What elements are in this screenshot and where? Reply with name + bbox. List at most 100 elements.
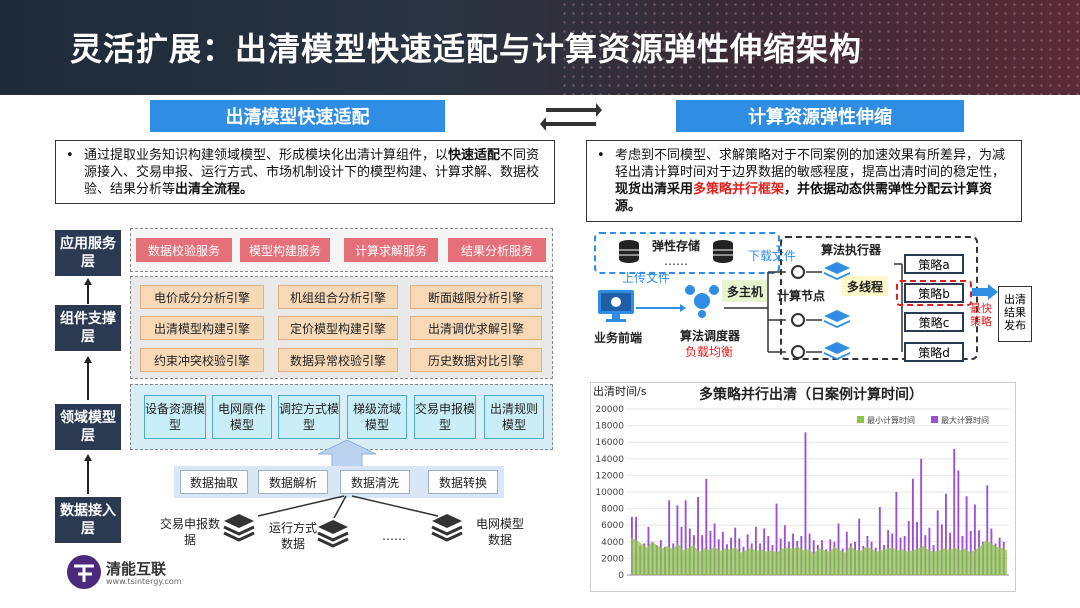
chart-bar-max bbox=[945, 493, 947, 575]
left-desc-text-a: 通过提取业务知识构建领域模型、形成模块化出清计算组件，以 bbox=[84, 148, 449, 163]
chart-bar-max bbox=[858, 518, 861, 575]
source-ellipsis: …… bbox=[382, 529, 406, 543]
chart-bar-max bbox=[705, 478, 708, 575]
swap-arrows-icon bbox=[540, 103, 602, 131]
service-compute-solve: 计算求解服务 bbox=[344, 238, 438, 262]
multi-thread-badge: 多线程 bbox=[842, 276, 888, 296]
model: 梯级流域模型 bbox=[347, 395, 407, 439]
fastest-strategy-label: 最快策略 bbox=[970, 302, 992, 328]
engine: 出清调优求解引擎 bbox=[410, 316, 542, 340]
header-dot-pattern bbox=[560, 0, 1080, 95]
chart-bar-max bbox=[697, 496, 699, 575]
chart-area-min bbox=[631, 537, 1007, 575]
model: 调控方式模型 bbox=[278, 395, 340, 439]
upload-label: 上传文件 bbox=[621, 271, 670, 285]
logo-name: 清能互联 bbox=[106, 560, 167, 578]
chart-bar-max bbox=[953, 448, 956, 575]
multi-host-badge: 多主机 bbox=[722, 280, 768, 302]
elastic-storage-box bbox=[594, 232, 780, 274]
download-label: 下载文件 bbox=[747, 249, 796, 263]
executor-label: 算法执行器 bbox=[820, 243, 881, 257]
compute-stack-icon bbox=[824, 342, 850, 360]
model: 设备资源模型 bbox=[144, 395, 206, 439]
engine: 约束冲突校验引擎 bbox=[140, 348, 264, 372]
chart-y-tick-label: 12000 bbox=[595, 471, 624, 481]
database-icon bbox=[619, 240, 639, 263]
chart-y-tick-label: 8000 bbox=[601, 505, 624, 515]
layer-data-access: 数据接入层 bbox=[55, 497, 121, 543]
service-result-analysis: 结果分析服务 bbox=[448, 238, 546, 262]
result-publish-doc: 出清结果发布 bbox=[998, 286, 1032, 342]
service-data-check: 数据校验服务 bbox=[136, 238, 232, 262]
left-desc-emphasis-end: 出清全流程。 bbox=[175, 182, 254, 197]
architecture-connector-lines bbox=[636, 245, 903, 359]
model: 电网原件模型 bbox=[212, 395, 272, 439]
fastest-arrow-icon bbox=[972, 284, 998, 300]
chart-bar-max bbox=[916, 521, 918, 575]
slide-title: 灵活扩展：出清模型快速适配与计算资源弹性伸缩架构 bbox=[70, 30, 863, 68]
chart-y-tick-label: 6000 bbox=[601, 521, 624, 531]
chart-y-tick-label: 16000 bbox=[595, 438, 624, 448]
chart-legend-swatch bbox=[931, 416, 938, 423]
frontend-label: 业务前端 bbox=[593, 331, 642, 345]
scheduler-label: 算法调度器 bbox=[679, 329, 740, 343]
strategy-c: 策略c bbox=[904, 312, 964, 332]
data-flow-arrow-icon bbox=[318, 440, 376, 470]
right-desc-emphasis-end: ，并依据动态供需弹性分配云计算资源。 bbox=[615, 182, 993, 214]
chart-bar-max bbox=[936, 510, 939, 575]
bullet-dot: • bbox=[597, 148, 605, 163]
model: 交易申报模型 bbox=[414, 395, 476, 439]
up-arrow-icon bbox=[84, 356, 92, 400]
compute-node-label: 计算节点 bbox=[776, 289, 825, 303]
engine: 出清模型构建引擎 bbox=[140, 316, 264, 340]
source-grid-model-data: 电网模型数据 bbox=[475, 517, 524, 547]
database-icon bbox=[713, 240, 733, 263]
engine: 机组组合分析引擎 bbox=[278, 285, 398, 309]
slide-header: 灵活扩展：出清模型快速适配与计算资源弹性伸缩架构 bbox=[0, 0, 1080, 95]
chart-y-tick-label: 10000 bbox=[595, 488, 624, 498]
engine: 定价模型构建引擎 bbox=[278, 316, 398, 340]
chart-legend-label: 最大计算时间 bbox=[941, 415, 989, 425]
executor-box bbox=[780, 236, 978, 360]
compute-stack-icon bbox=[824, 310, 850, 328]
layer-application: 应用服务层 bbox=[55, 230, 121, 276]
tool-parse: 数据解析 bbox=[258, 470, 328, 494]
engine: 历史数据对比引擎 bbox=[410, 348, 542, 372]
chart-legend-swatch bbox=[857, 416, 864, 423]
layers-stack-icon bbox=[431, 514, 463, 542]
right-desc-text-a: 考虑到不同模型、求解策略对于不同案例的加速效果有所差异，为减轻出清计算时间对于边… bbox=[615, 148, 1006, 180]
right-desc-emphasis: 现货出清采用 bbox=[615, 182, 694, 197]
scheduler-network-icon bbox=[685, 285, 719, 318]
up-arrow-icon bbox=[84, 278, 92, 304]
storage-ellipsis: …… bbox=[664, 254, 688, 268]
strategy-a: 策略a bbox=[904, 254, 964, 274]
chart-canvas: 多策略并行出清（日案例计算时间）出清时间/s020004000600080001… bbox=[593, 384, 1009, 581]
left-description: • 通过提取业务知识构建领域模型、形成模块化出清计算组件，以快速适配不同资源接入… bbox=[55, 140, 555, 204]
right-desc-highlight: 多策略并行框架 bbox=[693, 182, 785, 197]
chart-bar-max bbox=[804, 432, 807, 575]
elastic-storage-label: 弹性存储 bbox=[651, 239, 700, 253]
chart-title: 多策略并行出清（日案例计算时间） bbox=[699, 386, 923, 403]
chart-bar-max bbox=[907, 521, 910, 575]
source-operation-data: 运行方式数据 bbox=[268, 521, 317, 551]
strategy-d: 策略d bbox=[904, 342, 964, 362]
layers-stack-icon bbox=[317, 520, 349, 548]
chart-bar-max bbox=[920, 458, 923, 575]
chart-bar-max bbox=[973, 504, 976, 575]
load-balance-label: 负载均衡 bbox=[684, 345, 733, 359]
chart-bar-max bbox=[957, 470, 960, 575]
tool-extract: 数据抽取 bbox=[180, 470, 248, 494]
engine: 断面越限分析引擎 bbox=[410, 285, 542, 309]
bullet-dot: • bbox=[66, 148, 74, 163]
layers-stack-icon bbox=[223, 514, 255, 542]
logo-mark-icon bbox=[67, 555, 101, 589]
service-model-build: 模型构建服务 bbox=[240, 238, 330, 262]
chart-bar-max bbox=[775, 503, 778, 575]
chart-y-label: 出清时间/s bbox=[593, 384, 647, 398]
chart-bar-max bbox=[668, 500, 671, 575]
chart-bar-max bbox=[986, 485, 989, 575]
model: 出清规则模型 bbox=[484, 395, 544, 439]
layer-domain-model: 领域模型层 bbox=[55, 404, 121, 450]
chart-bar-max bbox=[684, 500, 687, 575]
